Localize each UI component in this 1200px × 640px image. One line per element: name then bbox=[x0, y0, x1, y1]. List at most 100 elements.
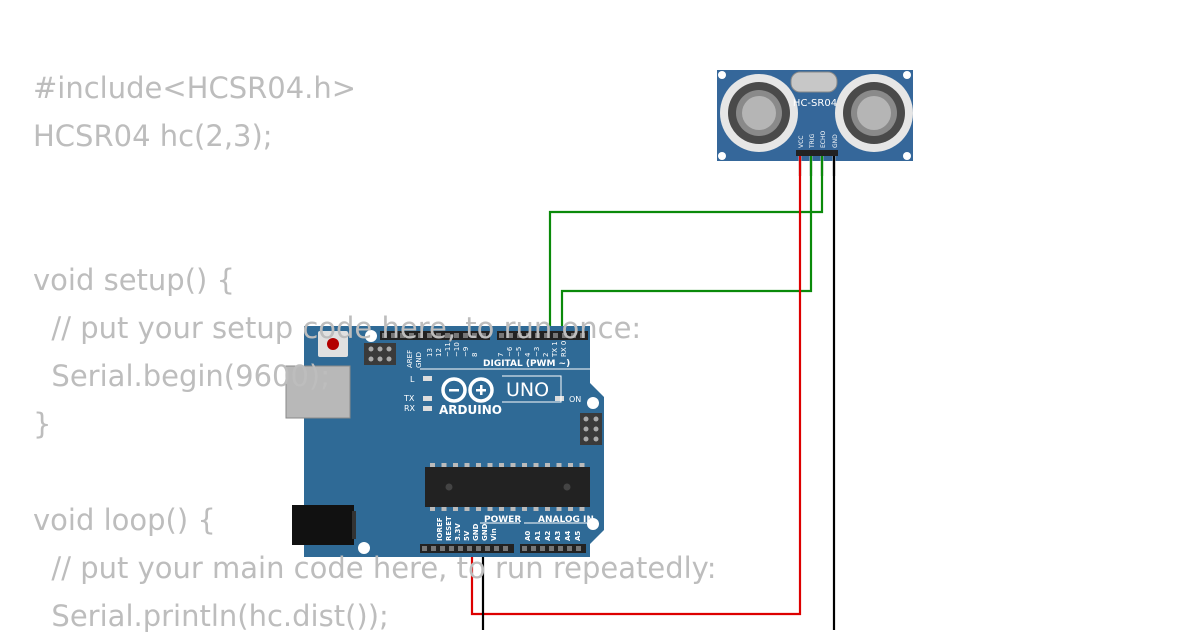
sensor-pin-label: VCC bbox=[798, 136, 805, 148]
header-pin[interactable] bbox=[476, 546, 481, 551]
header-pin[interactable] bbox=[535, 333, 540, 338]
header-pin[interactable] bbox=[571, 333, 576, 338]
header-pin[interactable] bbox=[499, 333, 504, 338]
uno-label: UNO bbox=[506, 379, 549, 401]
header-pin[interactable] bbox=[382, 333, 387, 338]
header-pin[interactable] bbox=[517, 333, 522, 338]
analog-pin-label: A4 bbox=[564, 531, 572, 541]
header-pin[interactable] bbox=[431, 546, 436, 551]
header-pin[interactable] bbox=[409, 333, 414, 338]
mount-hole bbox=[718, 71, 726, 79]
tx-led bbox=[423, 396, 432, 401]
digital-pin-label: ~3 bbox=[533, 347, 541, 357]
digital-header[interactable] bbox=[380, 331, 588, 340]
header-pin[interactable] bbox=[544, 333, 549, 338]
header-pin[interactable] bbox=[508, 333, 513, 338]
header-pin[interactable] bbox=[531, 546, 536, 551]
wires bbox=[470, 156, 836, 630]
digital-pin-label: GND bbox=[415, 352, 423, 368]
power-pin-label: GND bbox=[481, 523, 489, 541]
header-pin[interactable] bbox=[418, 333, 423, 338]
header-pin[interactable] bbox=[400, 333, 405, 338]
analog-pin-label: A2 bbox=[544, 531, 552, 541]
header-pin[interactable] bbox=[562, 333, 567, 338]
on-led bbox=[555, 396, 564, 401]
digital-pin-label: RX 0 bbox=[560, 341, 568, 357]
header-pin[interactable] bbox=[553, 333, 558, 338]
header-pin[interactable] bbox=[449, 546, 454, 551]
header-pin[interactable] bbox=[427, 333, 432, 338]
power-analog-header[interactable] bbox=[420, 544, 586, 553]
header-pin[interactable] bbox=[454, 333, 459, 338]
arduino-logo-text: ARDUINO bbox=[439, 403, 502, 417]
analog-pin-label: A5 bbox=[574, 531, 582, 541]
sensor-pin-label: GND bbox=[832, 134, 839, 148]
digital-pin-label: AREF bbox=[406, 350, 414, 368]
header-pin[interactable] bbox=[526, 333, 531, 338]
digital-pin-label: ~6 bbox=[506, 346, 514, 357]
mount-hole bbox=[903, 71, 911, 79]
header-pin[interactable] bbox=[576, 546, 581, 551]
header-pin[interactable] bbox=[472, 333, 477, 338]
header-pin[interactable] bbox=[481, 333, 486, 338]
power-pin-label: RESET bbox=[445, 516, 453, 541]
header-pin[interactable] bbox=[485, 546, 490, 551]
mount-hole bbox=[587, 518, 599, 530]
header-pin[interactable] bbox=[422, 546, 427, 551]
digital-label: DIGITAL (PWM ~) bbox=[483, 359, 570, 369]
digital-pin-label: TX 1 bbox=[551, 341, 559, 358]
header-pin[interactable] bbox=[440, 546, 445, 551]
sensor-pin-label: ECHO bbox=[820, 131, 827, 148]
analog-label: ANALOG IN bbox=[538, 515, 594, 525]
mount-hole bbox=[358, 542, 370, 554]
crystal-oscillator bbox=[790, 71, 838, 93]
sensor-header bbox=[796, 150, 838, 156]
digital-pin-label: 2 bbox=[542, 353, 550, 357]
power-pin-label: IOREF bbox=[436, 517, 444, 541]
mount-hole bbox=[587, 397, 599, 409]
wire-vcc[interactable] bbox=[470, 156, 802, 616]
header-pin[interactable] bbox=[522, 546, 527, 551]
uno-frame bbox=[502, 375, 562, 403]
power-pin-label: GND bbox=[472, 523, 480, 541]
power-pin-label: 3.3V bbox=[454, 523, 462, 541]
header-pin[interactable] bbox=[463, 333, 468, 338]
l-led bbox=[423, 376, 432, 381]
header-pin[interactable] bbox=[391, 333, 396, 338]
header-pin[interactable] bbox=[458, 546, 463, 551]
digital-pin-label: ~9 bbox=[462, 347, 470, 357]
header-pin[interactable] bbox=[467, 546, 472, 551]
digital-pin-label: 7 bbox=[497, 353, 505, 357]
digital-pin-label: 8 bbox=[471, 353, 479, 357]
wire-trig[interactable] bbox=[560, 156, 813, 334]
digital-pin-label: 12 bbox=[435, 348, 443, 357]
sensor-model-label: HC-SR04 bbox=[793, 98, 837, 109]
arduino-logo-icon bbox=[441, 377, 494, 403]
header-pin[interactable] bbox=[494, 546, 499, 551]
wire-echo[interactable] bbox=[548, 156, 824, 334]
rx-led-label: RX bbox=[404, 404, 416, 413]
mount-hole bbox=[365, 330, 377, 342]
digital-pin-label: ~5 bbox=[515, 347, 523, 357]
power-jack bbox=[292, 505, 354, 545]
header-pin[interactable] bbox=[445, 333, 450, 338]
header-pin[interactable] bbox=[549, 546, 554, 551]
header-pin[interactable] bbox=[558, 546, 563, 551]
icsp-header bbox=[364, 343, 396, 365]
header-pin[interactable] bbox=[540, 546, 545, 551]
usb-port bbox=[285, 365, 351, 419]
digital-pin-label: 4 bbox=[524, 352, 532, 357]
reset-button-cap[interactable] bbox=[327, 338, 339, 350]
header-pin[interactable] bbox=[580, 333, 585, 338]
header-pin[interactable] bbox=[567, 546, 572, 551]
icsp-header-right bbox=[580, 413, 602, 445]
header-pin[interactable] bbox=[503, 546, 508, 551]
header-pin[interactable] bbox=[436, 333, 441, 338]
analog-pin-label: A3 bbox=[554, 531, 562, 541]
